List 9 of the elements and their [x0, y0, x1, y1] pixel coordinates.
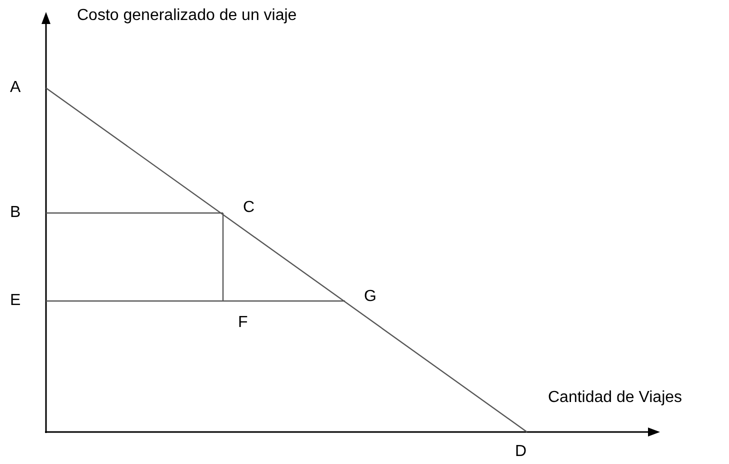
point-label: E — [10, 292, 21, 310]
point-label: A — [10, 79, 21, 97]
axis-title: Cantidad de Viajes — [548, 389, 682, 407]
axis-title: Costo generalizado de un viaje — [77, 7, 297, 25]
point-label: B — [10, 204, 21, 222]
point-label: D — [515, 443, 527, 461]
point-label: G — [364, 288, 376, 306]
point-label: C — [243, 199, 255, 217]
point-label: F — [238, 314, 248, 332]
